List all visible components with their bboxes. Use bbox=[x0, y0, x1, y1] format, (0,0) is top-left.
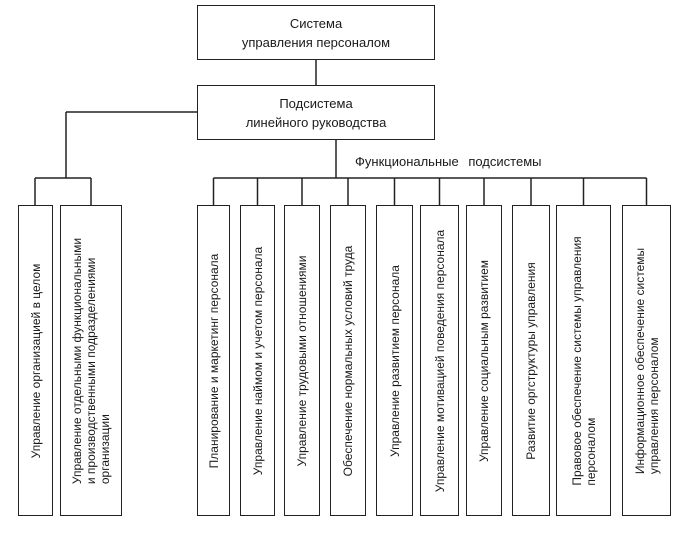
linear-subsystem-title: Подсистема bbox=[279, 95, 353, 111]
column-label-line: Правовое обеспечение системы управления bbox=[569, 235, 584, 486]
column-label-line: Управление развитием персонала bbox=[387, 264, 402, 457]
subsystem-column-label: Управление наймом и учетом персонала bbox=[251, 246, 265, 474]
subsystem-column-label: Обеспечение нормальных условий труда bbox=[341, 245, 355, 476]
column-label-line: управления персоналом bbox=[646, 336, 661, 474]
functional-subsystems-label: Функциональные подсистемы bbox=[355, 154, 542, 169]
subsystem-column-label: Планирование и маркетинг персонала bbox=[207, 253, 221, 468]
column-label-line: Обеспечение нормальных условий труда bbox=[341, 245, 355, 476]
column-label-line: и производственными подразделениями bbox=[84, 257, 98, 484]
subsystem-column-label: Управление мотивацией поведения персонал… bbox=[433, 229, 447, 491]
system-box: Система управления персоналом bbox=[197, 5, 435, 60]
subsystem-column-6: Обеспечение нормальных условий труда bbox=[330, 205, 366, 516]
column-label-line: Управление трудовыми отношениями bbox=[295, 255, 309, 466]
column-label-line: Управление отдельными функциональными bbox=[70, 237, 84, 484]
subsystem-column-1: Управление организацией в целом bbox=[18, 205, 53, 516]
subsystem-column-10: Развитие оргструктуры управления bbox=[512, 205, 550, 516]
column-label-line: персоналом bbox=[583, 417, 598, 486]
subsystem-column-label: Управление организацией в целом bbox=[29, 263, 43, 458]
subsystem-column-label: Управление трудовыми отношениями bbox=[295, 255, 309, 466]
system-subtitle: управления персоналом bbox=[241, 34, 391, 50]
linear-subsystem-subtitle: линейного руководства bbox=[245, 114, 387, 130]
subsystem-column-8: Управление мотивацией поведения персонал… bbox=[420, 205, 459, 516]
column-label-line: организации bbox=[98, 413, 112, 484]
column-label-line: Развитие оргструктуры управления bbox=[524, 261, 538, 460]
system-title: Система bbox=[289, 15, 343, 31]
column-label-line: Информационное обеспечение системы bbox=[632, 247, 647, 474]
subsystem-column-5: Управление трудовыми отношениями bbox=[284, 205, 320, 516]
column-label-line: Управление организацией в целом bbox=[28, 263, 43, 458]
subsystem-column-9: Управление социальным развитием bbox=[466, 205, 502, 516]
subsystem-column-7: Управление развитием персонала bbox=[376, 205, 413, 516]
column-label-line: Управление наймом и учетом персонала bbox=[250, 246, 265, 475]
column-label-line: Планирование и маркетинг персонала bbox=[206, 253, 221, 468]
subsystem-column-label: Управление социальным развитием bbox=[477, 259, 491, 461]
linear-subsystem-box: Подсистема линейного руководства bbox=[197, 85, 435, 140]
column-label-line: Управление мотивацией поведения персонал… bbox=[432, 229, 447, 492]
subsystem-column-label: Развитие оргструктуры управления bbox=[524, 262, 538, 459]
column-label-line: Управление социальным развитием bbox=[477, 259, 491, 462]
subsystem-column-4: Управление наймом и учетом персонала bbox=[240, 205, 275, 516]
subsystem-column-label: Управление развитием персонала bbox=[388, 265, 402, 457]
subsystem-column-3: Планирование и маркетинг персонала bbox=[197, 205, 230, 516]
